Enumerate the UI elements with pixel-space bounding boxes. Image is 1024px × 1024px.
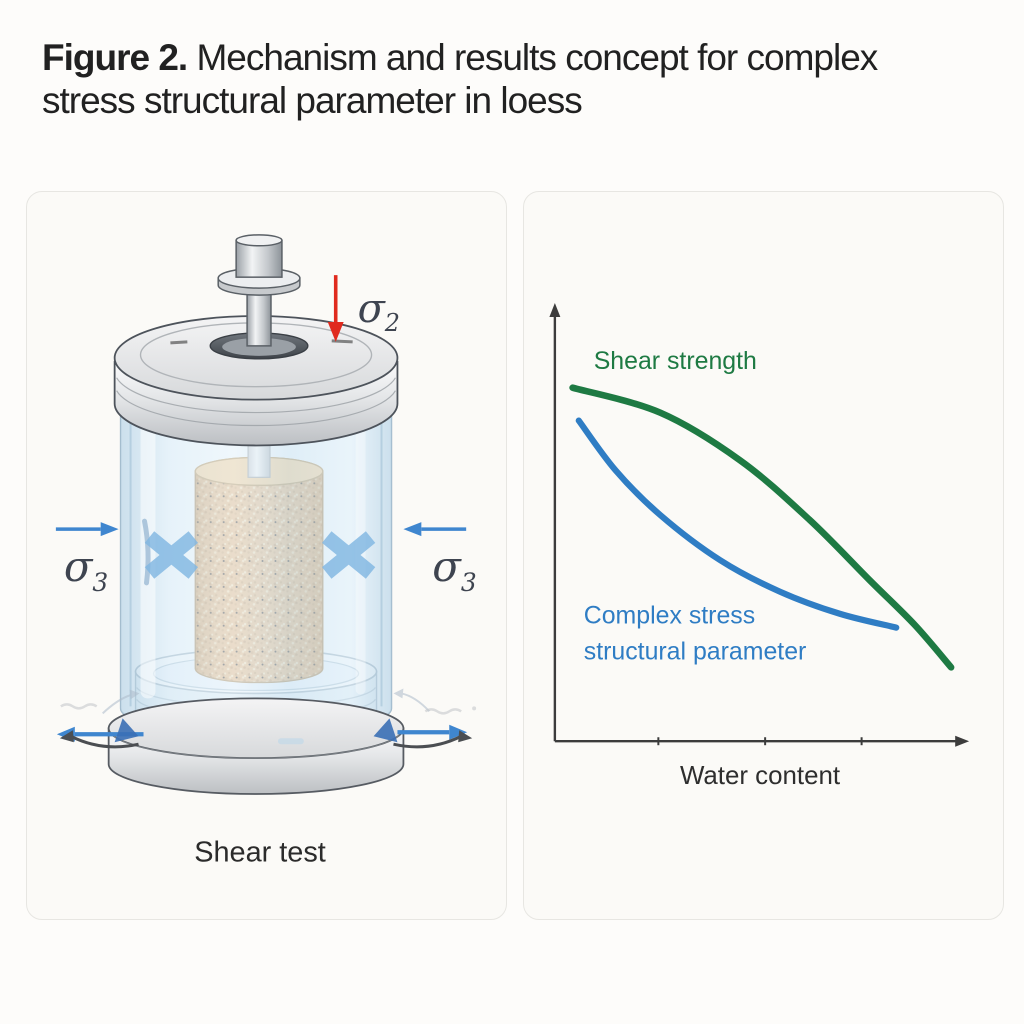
sigma3-right-label: σ3	[432, 542, 476, 597]
x-axis-arrow-icon	[955, 735, 970, 747]
shear-strength-curve	[569, 384, 955, 671]
x-axis-label: Water content	[680, 762, 840, 790]
figure-title: Figure 2. Mechanism and results concept …	[42, 36, 930, 123]
complex-stress-curve	[575, 417, 900, 631]
concept-chart-panel: Shear strength Complex stress structural…	[523, 191, 1004, 920]
base-platen	[107, 697, 405, 795]
shear-strength-label: Shear strength	[594, 347, 757, 375]
shear-x-left-icon	[144, 531, 199, 579]
figure-caption: Mechanism and results concept for comple…	[42, 37, 878, 122]
faint-annotation-left	[60, 689, 140, 715]
piston-cap	[217, 234, 301, 347]
sigma2-label: σ2	[358, 286, 400, 337]
sigma2-arrow-icon	[327, 275, 344, 342]
shear-test-panel: σ2 σ3 σ3 Shear test	[26, 191, 507, 920]
base-shear-hook-right-icon	[373, 718, 398, 743]
x-axis	[554, 735, 970, 747]
shear-apparatus-illustration: σ2 σ3 σ3 Shear test	[55, 234, 477, 869]
x-axis-ticks	[657, 737, 863, 746]
sigma3-left-label: σ3	[64, 542, 108, 597]
concept-chart: Shear strength Complex stress structural…	[549, 303, 970, 790]
shear-x-right-icon	[322, 531, 376, 579]
y-axis	[549, 303, 561, 742]
complex-stress-label-line1: Complex stress	[584, 602, 755, 630]
faint-annotation-right	[393, 688, 477, 715]
base-curl-arrow-left-icon	[59, 730, 139, 749]
shear-test-caption: Shear test	[194, 837, 326, 869]
base-shear-arrow-right-icon	[397, 724, 468, 740]
base-curl-arrow-right-icon	[393, 730, 473, 749]
sigma3-left-arrow-icon	[55, 522, 119, 537]
base-shear-hook-left-icon	[114, 718, 139, 743]
glass-front	[120, 403, 392, 735]
chamber-lid	[113, 315, 399, 447]
complex-stress-label-line2: structural parameter	[584, 638, 807, 666]
sigma3-right-arrow-icon	[403, 522, 467, 537]
y-axis-arrow-icon	[549, 303, 561, 317]
figure-number: Figure 2.	[42, 37, 188, 78]
